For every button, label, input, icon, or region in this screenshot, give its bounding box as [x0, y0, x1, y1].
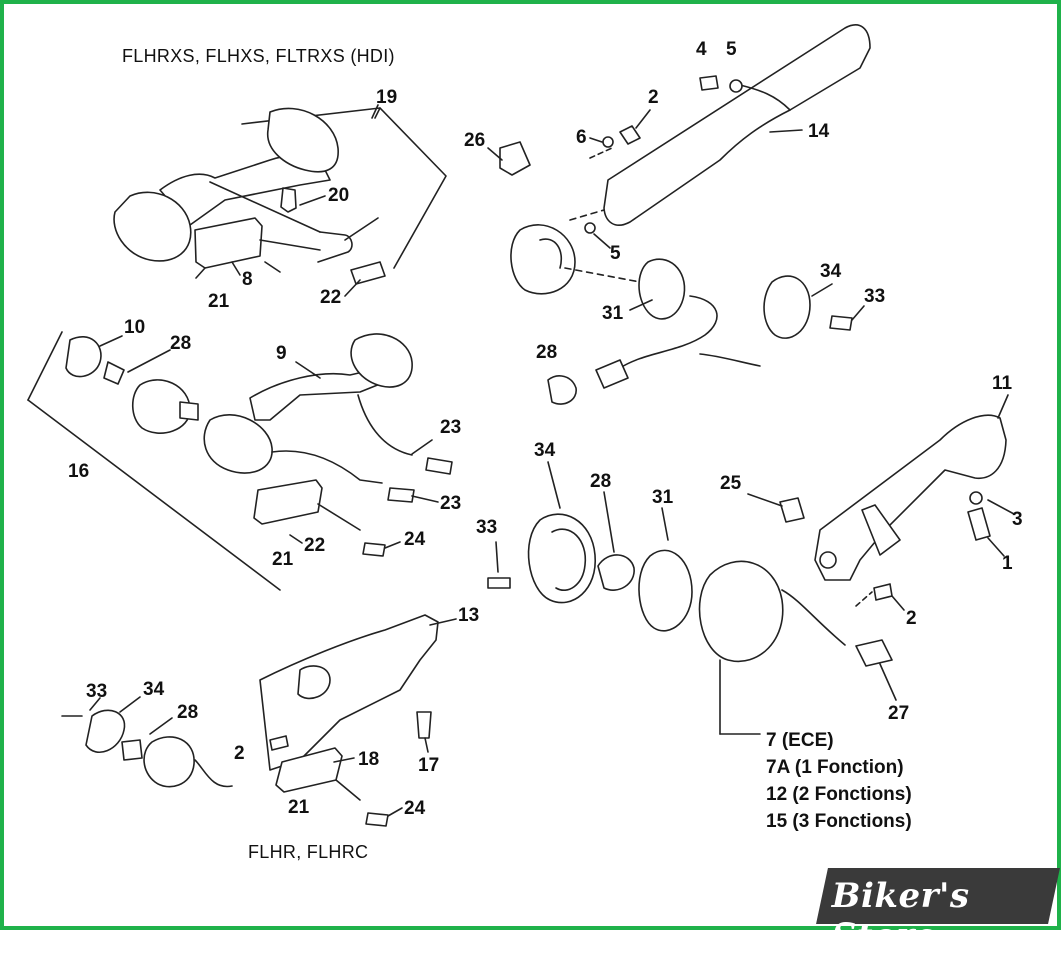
callout-11: 11 [992, 373, 1013, 394]
callout-5: 5 [610, 243, 621, 264]
leader-lines [89, 104, 1015, 817]
brand-watermark: Biker's Store [816, 868, 1060, 956]
caption-top-left-models: FLHRXS, FLHXS, FLTRXS (HDI) [122, 46, 395, 66]
callout-16: 16 [68, 461, 90, 482]
callout-28: 28 [536, 342, 558, 363]
callout-1: 1 [1002, 553, 1013, 574]
lamp-variant-legend: 7 (ECE) 7A (1 Fonction) 12 (2 Fonctions)… [766, 727, 912, 835]
callout-10: 10 [124, 317, 146, 338]
callout-2: 2 [906, 608, 917, 629]
callout-13: 13 [458, 605, 480, 626]
turn-signal-lamp-assembly-7 [487, 414, 1007, 735]
callout-3: 3 [1012, 509, 1023, 530]
callout-21: 21 [288, 797, 310, 818]
callout-33: 33 [476, 517, 498, 538]
legend-item: 12 (2 Fonctions) [766, 784, 912, 805]
callout-28: 28 [590, 471, 612, 492]
callout-23: 23 [440, 493, 462, 514]
callout-23: 23 [440, 417, 462, 438]
caption-bottom-left-models: FLHR, FLHRC [248, 842, 369, 862]
turn-signal-bracket-assembly-13 [61, 614, 439, 827]
callout-14: 14 [808, 121, 830, 142]
callout-20: 20 [328, 185, 350, 206]
callout-18: 18 [358, 749, 380, 770]
legend-item: 15 (3 Fonctions) [766, 811, 912, 832]
callout-21: 21 [272, 549, 294, 570]
callout-21: 21 [208, 291, 230, 312]
turn-signal-arm-assembly-14 [499, 24, 871, 405]
callout-26: 26 [464, 130, 486, 151]
callout-25: 25 [720, 473, 742, 494]
callout-8: 8 [242, 269, 253, 290]
legend-item: 7A (1 Fonction) [766, 757, 904, 778]
callout-34: 34 [143, 679, 165, 700]
callout-34: 34 [534, 440, 556, 461]
callout-19: 19 [376, 87, 398, 108]
callout-31: 31 [652, 487, 674, 508]
callout-22: 22 [304, 535, 326, 556]
brand-logo-text: Biker's Store [831, 876, 970, 956]
callout-27: 27 [888, 703, 910, 724]
turn-signal-bar-assembly-16 [27, 331, 453, 591]
callout-6: 6 [576, 127, 587, 148]
turn-signal-bar-assembly-19 [113, 107, 447, 285]
callout-31: 31 [602, 303, 624, 324]
callout-33: 33 [86, 681, 108, 702]
callout-2: 2 [648, 87, 659, 108]
exploded-parts-drawing [27, 24, 1015, 827]
callout-28: 28 [170, 333, 192, 354]
legend-item: 7 (ECE) [766, 730, 834, 751]
callout-24: 24 [404, 798, 426, 819]
callout-22: 22 [320, 287, 342, 308]
callout-24: 24 [404, 529, 426, 550]
callout-9: 9 [276, 343, 287, 364]
callout-33: 33 [864, 286, 886, 307]
callout-17: 17 [418, 755, 440, 776]
callout-5: 5 [726, 39, 737, 60]
callout-28: 28 [177, 702, 199, 723]
callout-4: 4 [696, 39, 707, 60]
callout-2: 2 [234, 743, 245, 764]
callout-34: 34 [820, 261, 842, 282]
